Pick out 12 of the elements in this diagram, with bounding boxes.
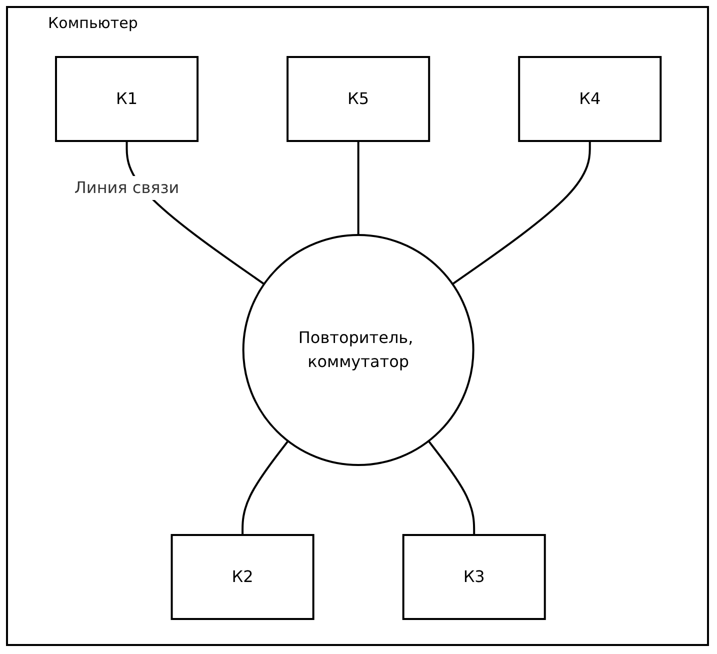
caption-text: Компьютер bbox=[48, 14, 138, 32]
node-box: К3 bbox=[402, 534, 546, 620]
node-box: К2 bbox=[170, 534, 314, 620]
connector bbox=[428, 440, 476, 535]
edge-label: Линия связи bbox=[74, 178, 180, 197]
connector bbox=[452, 141, 592, 285]
node-box: К4 bbox=[518, 56, 662, 142]
connector bbox=[358, 141, 360, 235]
node-circle: Повторитель, коммутатор bbox=[242, 234, 474, 466]
node-box: К1 bbox=[55, 56, 199, 142]
connector bbox=[242, 440, 290, 535]
node-box: К5 bbox=[286, 56, 430, 142]
